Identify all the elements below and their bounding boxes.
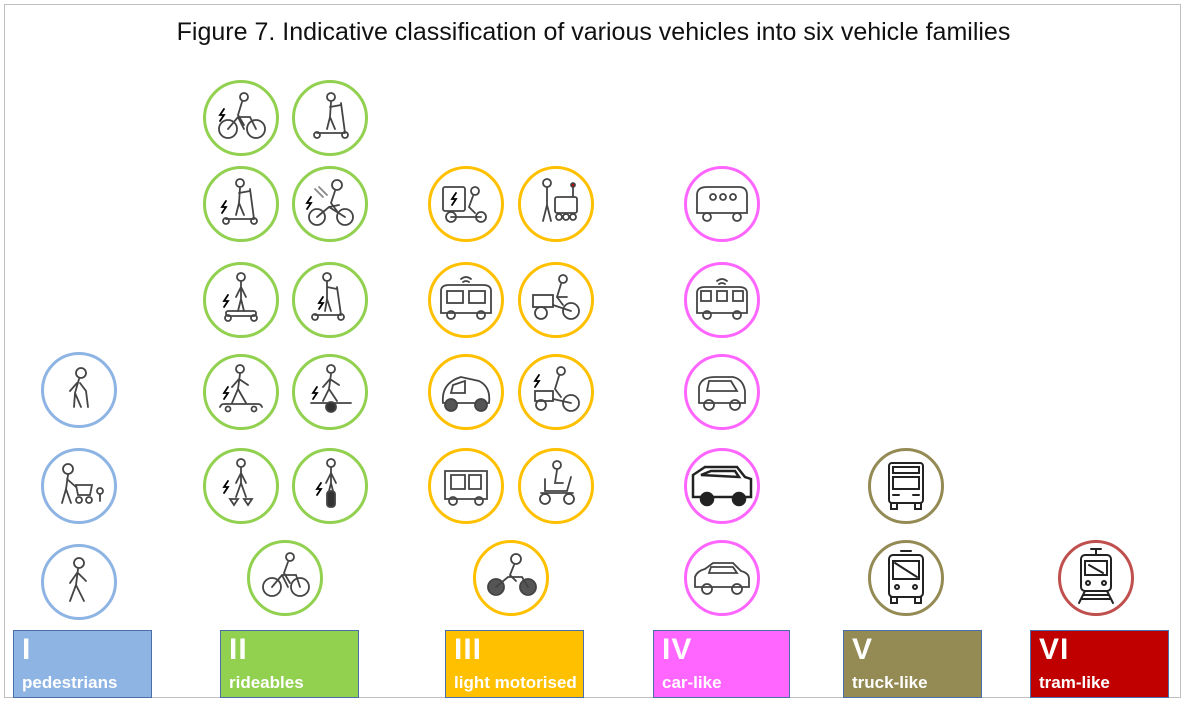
family-label: truck-like [852,673,928,692]
hoverboard-icon [203,262,279,338]
family-box-rideables: II rideables [220,630,359,698]
family-numeral: II [229,633,248,666]
cargo-bike-icon [518,262,594,338]
electric-unicycle-icon [292,448,368,524]
family-box-tram-like: VI tram-like [1030,630,1169,698]
microcar-icon [684,354,760,430]
motorcycle-icon [473,540,549,616]
family-box-car-like: IV car-like [653,630,790,698]
walking-pedestrian-icon [41,544,117,620]
family-label: pedestrians [22,673,118,692]
e-bike-icon [203,80,279,156]
e-moped-bicycle-icon [292,166,368,242]
family-box-truck-like: V truck-like [843,630,982,698]
family-box-light-motorised: III light motorised [445,630,584,698]
family-numeral: V [852,633,874,666]
family-numeral: IV [662,633,693,666]
family-label: car-like [662,673,722,692]
hover-shoes-icon [203,448,279,524]
family-numeral: I [22,633,32,666]
delivery-robot-icon [518,166,594,242]
tuk-tuk-icon [428,448,504,524]
enclosed-microcar-icon [428,354,504,430]
family-label: rideables [229,673,304,692]
truck-icon [868,448,944,524]
family-label: light motorised [454,673,577,692]
mobility-scooter-icon [518,448,594,524]
autonomous-pod-icon [428,262,504,338]
bicycle-icon [247,540,323,616]
family-label: tram-like [1039,673,1110,692]
tram-icon [1058,540,1134,616]
e-cargo-trike-icon [428,166,504,242]
e-cargo-bike-icon [518,354,594,430]
autonomous-shuttle-icon [684,262,760,338]
family-box-pedestrians: I pedestrians [13,630,152,698]
kick-scooter-icon [292,80,368,156]
elderly-with-cane-icon [41,352,117,428]
shared-van-icon [684,166,760,242]
family-numeral: VI [1039,633,1070,666]
parent-with-stroller-icon [41,448,117,524]
suv-icon [684,448,760,524]
e-skateboard-icon [203,354,279,430]
family-numeral: III [454,633,483,666]
seated-e-scooter-icon [292,262,368,338]
onewheel-icon [292,354,368,430]
car-icon [684,540,760,616]
e-kick-scooter-icon [203,166,279,242]
figure-title: Figure 7. Indicative classification of v… [176,18,1011,46]
figure-frame [4,4,1181,698]
bus-icon [868,540,944,616]
